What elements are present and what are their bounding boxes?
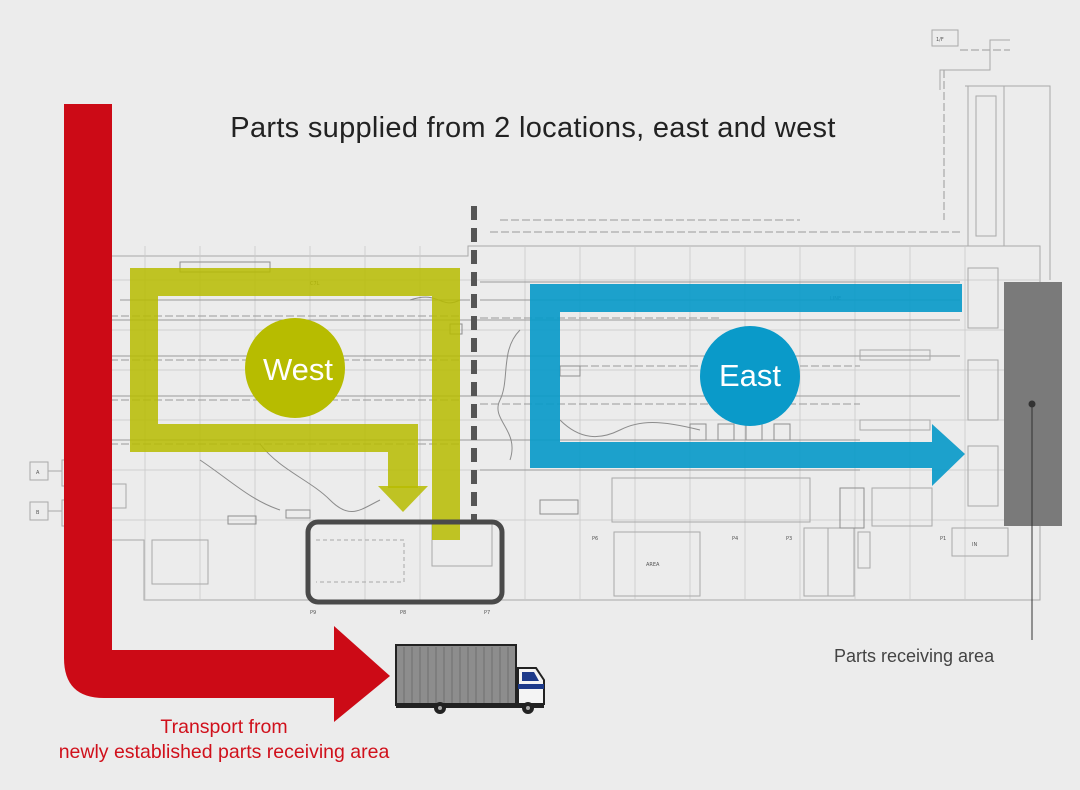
svg-text:IN: IN xyxy=(972,542,977,548)
parts-receiving-area-caption: Parts receiving area xyxy=(834,646,995,666)
east-zone-label: East xyxy=(718,358,782,393)
east-flow-zone xyxy=(530,284,965,486)
svg-text:P7: P7 xyxy=(484,610,490,616)
west-zone-label: West xyxy=(262,352,334,387)
diagram-title: Parts supplied from 2 locations, east an… xyxy=(230,112,836,144)
delivery-truck-icon xyxy=(395,644,545,714)
svg-text:P1: P1 xyxy=(940,536,946,542)
west-flow-zone xyxy=(130,268,460,540)
transport-arrow xyxy=(64,104,390,722)
top-right-box-label: 1/F xyxy=(936,37,944,43)
west-zone-marker xyxy=(245,318,345,418)
staging-area-outline xyxy=(305,519,505,605)
gate-a-label: A xyxy=(36,470,40,476)
svg-text:P3: P3 xyxy=(786,536,792,542)
west-flow-arrowhead xyxy=(378,486,428,512)
west-flow-path xyxy=(130,268,460,540)
east-flow-path xyxy=(530,284,965,486)
svg-text:P8: P8 xyxy=(400,610,406,616)
transport-caption: Transport from newly established parts r… xyxy=(0,715,448,765)
svg-text:P4: P4 xyxy=(732,536,738,542)
east-zone-marker xyxy=(700,326,800,426)
transport-caption-line-2: newly established parts receiving area xyxy=(58,741,390,763)
svg-text:P9: P9 xyxy=(310,610,316,616)
svg-text:AREA: AREA xyxy=(646,562,660,568)
svg-text:P6: P6 xyxy=(592,536,598,542)
transport-caption-line-1: Transport from xyxy=(160,716,288,738)
gate-b-label: B xyxy=(36,510,40,516)
